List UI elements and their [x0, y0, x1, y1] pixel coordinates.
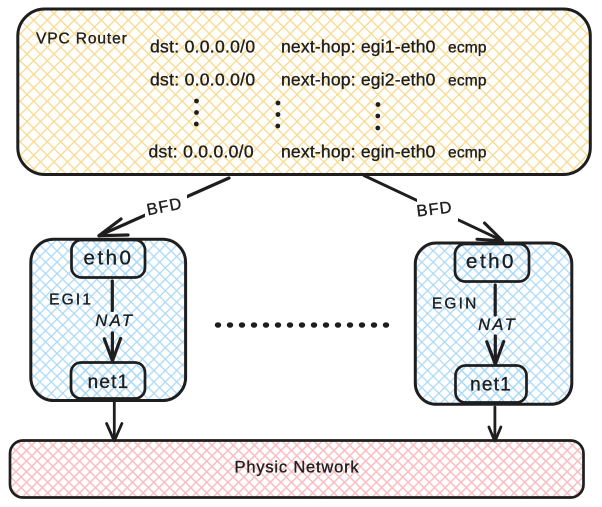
svg-text:net1: net1	[470, 375, 512, 396]
svg-text:ecmp: ecmp	[448, 73, 487, 90]
svg-text:dst: 0.0.0.0/0: dst: 0.0.0.0/0	[150, 70, 255, 90]
svg-text:eth0: eth0	[466, 250, 516, 273]
svg-text:ecmp: ecmp	[448, 40, 487, 57]
svg-text:next-hop: egi1-eth0: next-hop: egi1-eth0	[281, 37, 436, 57]
svg-text:Physic Network: Physic Network	[235, 459, 360, 477]
svg-text:EGIN: EGIN	[432, 296, 479, 313]
svg-text:NAT: NAT	[95, 312, 134, 330]
svg-text:VPC Router: VPC Router	[36, 31, 128, 48]
svg-text:dst: 0.0.0.0/0: dst: 0.0.0.0/0	[150, 37, 255, 57]
svg-text:next-hop: egi2-eth0: next-hop: egi2-eth0	[281, 70, 436, 90]
svg-text:dst: 0.0.0.0/0: dst: 0.0.0.0/0	[149, 142, 254, 162]
svg-text:net1: net1	[88, 372, 130, 393]
svg-text:EGI1: EGI1	[49, 292, 93, 309]
svg-text:NAT: NAT	[478, 316, 517, 334]
svg-text:BFD: BFD	[416, 198, 454, 220]
svg-text:ecmp: ecmp	[448, 145, 487, 162]
svg-text:next-hop: egin-eth0: next-hop: egin-eth0	[281, 142, 436, 162]
svg-text:eth0: eth0	[84, 247, 134, 270]
